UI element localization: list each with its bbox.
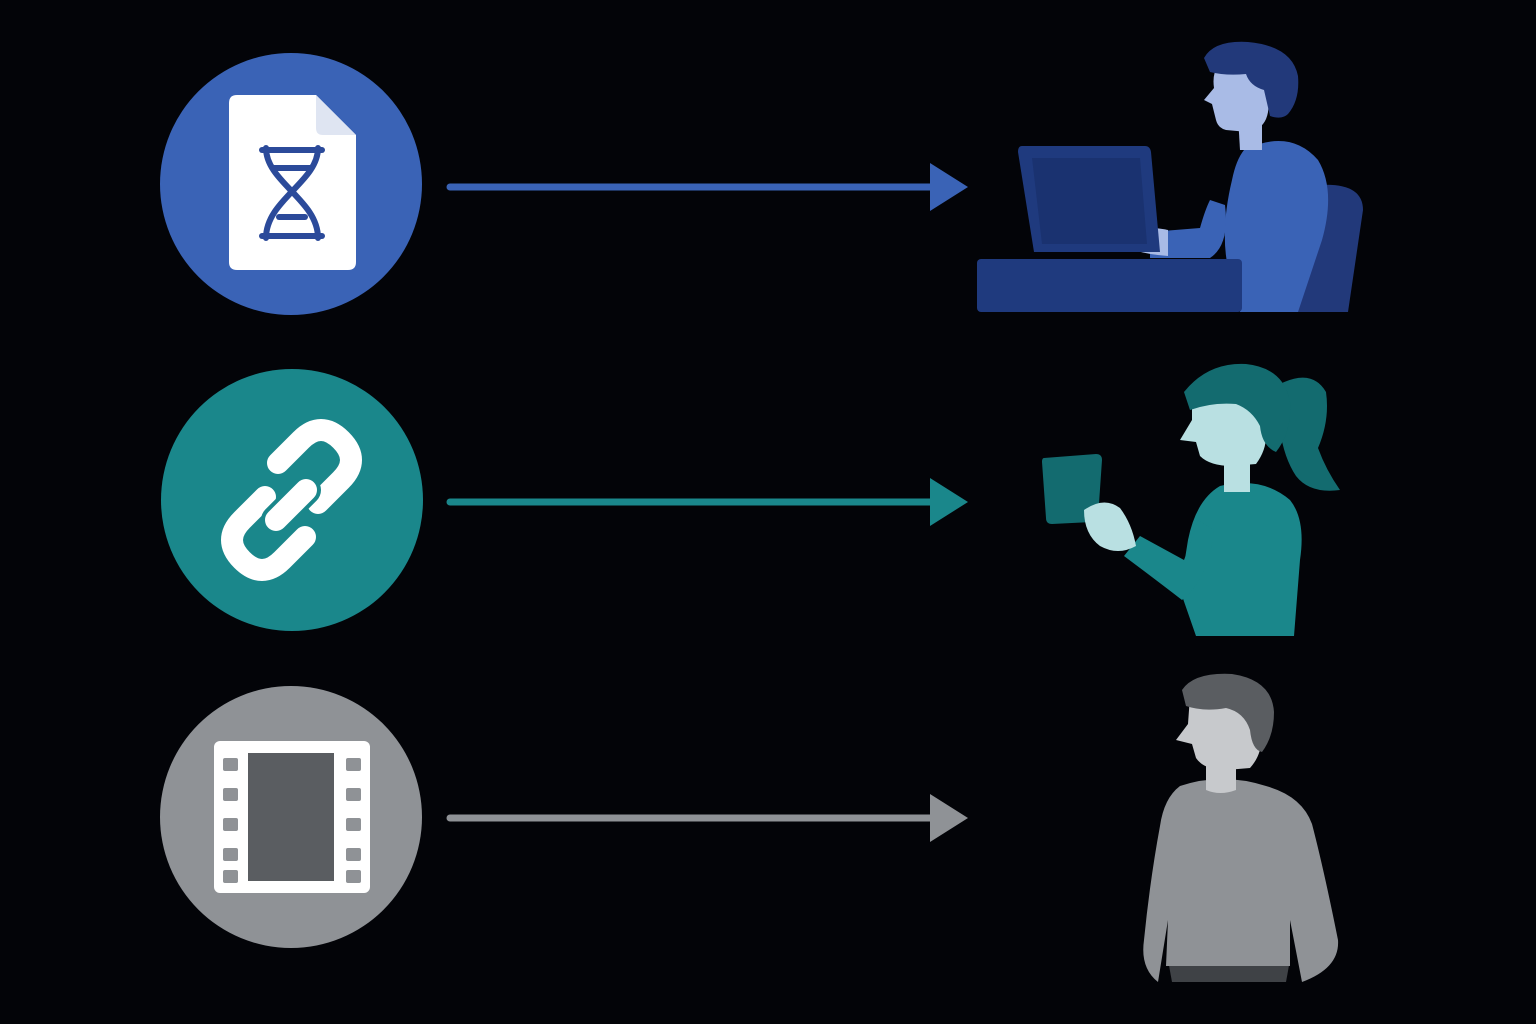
arrow-1 <box>446 163 968 211</box>
chain-link-icon <box>221 419 362 581</box>
row-dna-file <box>160 41 1363 315</box>
film-strip-icon <box>214 741 370 893</box>
person-at-laptop-icon <box>977 41 1363 312</box>
arrow-3 <box>446 794 968 842</box>
row-film <box>160 673 1339 982</box>
person-with-tablet-icon <box>1042 363 1340 636</box>
person-standing-icon <box>1143 673 1339 982</box>
row-link <box>161 363 1340 636</box>
arrow-2 <box>446 478 968 526</box>
dna-file-icon <box>229 95 356 270</box>
